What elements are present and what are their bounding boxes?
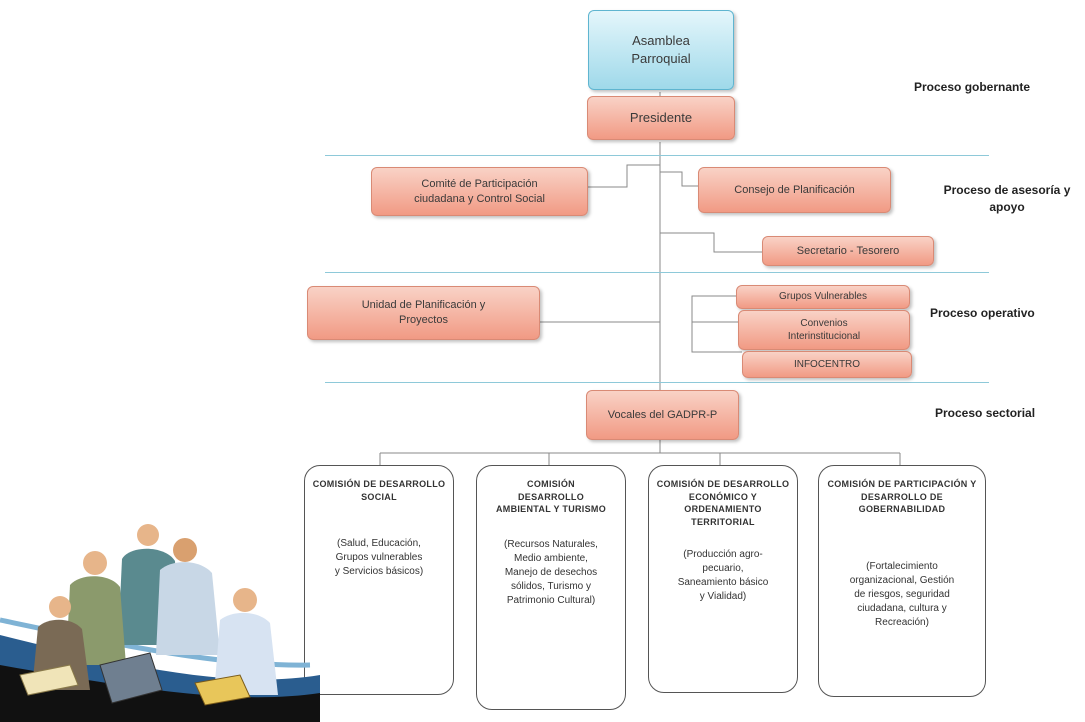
consejo-planificacion-node: Consejo de Planificación bbox=[698, 167, 891, 213]
separator-line bbox=[325, 382, 989, 383]
vocales-node: Vocales del GADPR-P bbox=[586, 390, 739, 440]
commission-title: COMISIÓN DE DESARROLLO SOCIAL bbox=[312, 479, 446, 502]
presidente-node: Presidente bbox=[587, 96, 735, 140]
asamblea-parroquial-node: Asamblea Parroquial bbox=[588, 10, 734, 90]
comision-desarrollo-ambiental: COMISIÓN DESARROLLO AMBIENTAL Y TURISMO … bbox=[476, 465, 626, 710]
infocentro-node: INFOCENTRO bbox=[742, 351, 912, 378]
proceso-gobernante-label: Proceso gobernante bbox=[914, 80, 1031, 94]
comision-desarrollo-economico: COMISIÓN DE DESARROLLO ECONÓMICO Y ORDEN… bbox=[648, 465, 798, 693]
proceso-asesoria-label: Proceso de asesoría y apoyo bbox=[943, 183, 1071, 215]
comite-participacion-node: Comité de Participación ciudadana y Cont… bbox=[371, 167, 588, 216]
convenios-node: Convenios Interinstitucional bbox=[738, 310, 910, 350]
proceso-operativo-label: Proceso operativo bbox=[930, 306, 1035, 320]
office-team-illustration bbox=[0, 524, 320, 722]
proceso-sectorial-label: Proceso sectorial bbox=[935, 406, 1036, 420]
commission-title: COMISIÓN DE DESARROLLO ECONÓMICO Y ORDEN… bbox=[656, 479, 790, 527]
commission-description: (Producción agro- pecuario, Saneamiento … bbox=[677, 549, 769, 603]
commission-description: (Fortalecimiento organizacional, Gestión… bbox=[849, 560, 955, 628]
commission-description: (Salud, Educación, Grupos vulnerables y … bbox=[334, 538, 424, 578]
comision-desarrollo-social: COMISIÓN DE DESARROLLO SOCIAL (Salud, Ed… bbox=[304, 465, 454, 695]
commission-title: COMISIÓN DESARROLLO AMBIENTAL Y TURISMO bbox=[495, 479, 607, 515]
commission-title: COMISIÓN DE PARTICIPACIÓN Y DESARROLLO D… bbox=[827, 479, 977, 515]
grupos-vulnerables-node: Grupos Vulnerables bbox=[736, 285, 910, 309]
commission-description: (Recursos Naturales, Medio ambiente, Man… bbox=[504, 538, 598, 606]
unidad-planificacion-node: Unidad de Planificación y Proyectos bbox=[307, 286, 540, 340]
comision-participacion-gobernabilidad: COMISIÓN DE PARTICIPACIÓN Y DESARROLLO D… bbox=[818, 465, 986, 697]
secretario-tesorero-node: Secretario - Tesorero bbox=[762, 236, 934, 266]
separator-line bbox=[325, 272, 989, 273]
separator-line bbox=[325, 155, 989, 156]
